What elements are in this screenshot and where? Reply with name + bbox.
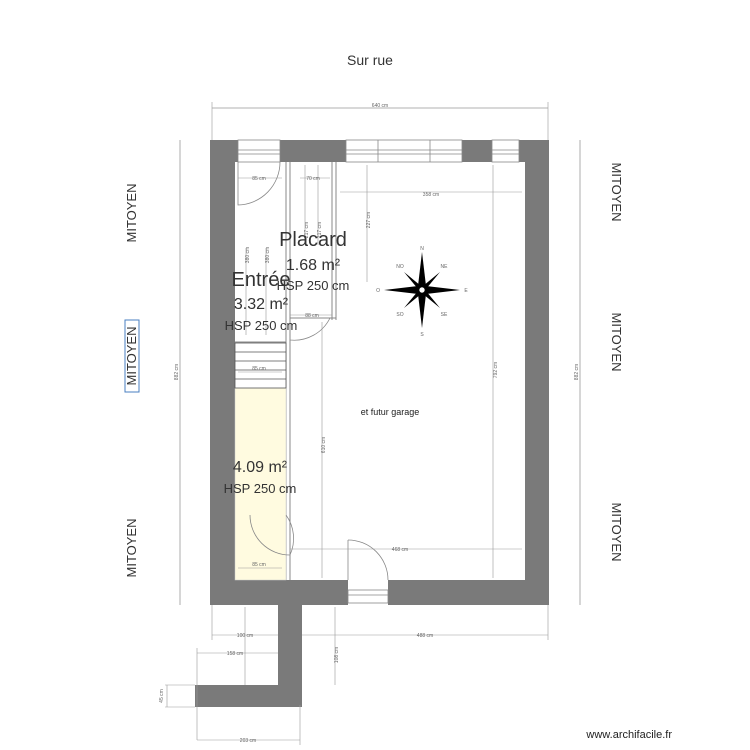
compass-rose-icon: N S E O NE NO SE SO bbox=[376, 246, 468, 338]
compass-nw: NO bbox=[396, 264, 404, 270]
dim-right-height: 882 cm bbox=[574, 140, 581, 605]
dim-top-width-label: 640 cm bbox=[372, 103, 388, 109]
dim-bottom-room-width: 468 cm bbox=[392, 547, 408, 553]
dim-door-height-2: 217 cm bbox=[317, 222, 323, 238]
entree-name: Entrée bbox=[232, 269, 291, 291]
compass-n: N bbox=[420, 246, 424, 252]
dim-annex-left: 158 cm bbox=[227, 651, 243, 657]
interior-dims bbox=[238, 165, 522, 578]
dim-annex-bottom: 203 cm bbox=[240, 738, 256, 744]
mitoyen-right-3: MITOYEN bbox=[609, 503, 624, 562]
dim-stair-width-top: 85 cm bbox=[252, 176, 266, 182]
street-label: Sur rue bbox=[347, 52, 393, 68]
stair-room-hsp: HSP 250 cm bbox=[224, 481, 297, 496]
entree-area: 3.32 m² bbox=[234, 296, 289, 313]
stair-room-fill bbox=[234, 387, 287, 581]
dim-door-height-1: 217 cm bbox=[304, 222, 310, 238]
bottom-dims bbox=[165, 605, 549, 745]
dim-bottom-right: 488 cm bbox=[417, 633, 433, 639]
dim-placard-width: 70 cm bbox=[306, 176, 320, 182]
dim-left-height: 882 cm bbox=[174, 140, 181, 605]
outer-walls bbox=[195, 140, 549, 707]
dim-inner-height: 792 cm bbox=[493, 362, 499, 378]
placard-area: 1.68 m² bbox=[286, 257, 341, 274]
placard-name: Placard bbox=[279, 229, 347, 251]
mitoyen-left-2: MITOYEN bbox=[124, 327, 139, 386]
mitoyen-left-1: MITOYEN bbox=[124, 184, 139, 243]
bottom-door bbox=[347, 539, 389, 604]
dim-annex-height: 108 cm bbox=[334, 647, 340, 663]
mitoyen-right-1: MITOYEN bbox=[609, 163, 624, 222]
compass-sw: SO bbox=[396, 312, 403, 318]
dim-right-height-label: 882 cm bbox=[574, 364, 580, 380]
garage-label: et futur garage bbox=[361, 407, 420, 417]
stairs bbox=[234, 342, 287, 389]
compass-s: S bbox=[420, 332, 424, 338]
watermark[interactable]: www.archifacile.fr bbox=[585, 729, 672, 741]
door-swings bbox=[237, 161, 331, 556]
dim-stair-width-bottom: 85 cm bbox=[252, 562, 266, 568]
compass-ne: NE bbox=[441, 264, 449, 270]
dim-garage-width: 358 cm bbox=[423, 192, 439, 198]
entree-hsp: HSP 250 cm bbox=[225, 318, 298, 333]
mitoyen-left-3: MITOYEN bbox=[124, 519, 139, 578]
dim-placard-depth: 227 cm bbox=[366, 212, 372, 228]
compass-se: SE bbox=[441, 312, 448, 318]
dim-stair-left: 380 cm bbox=[245, 247, 251, 263]
placard-hsp: HSP 250 cm bbox=[277, 278, 350, 293]
stair-room-area: 4.09 m² bbox=[233, 459, 288, 476]
mitoyen-right-2: MITOYEN bbox=[609, 313, 624, 372]
dim-annex-thickness: 45 cm bbox=[159, 689, 165, 703]
dim-left-height-label: 882 cm bbox=[174, 364, 180, 380]
dim-stair-mid: 380 cm bbox=[265, 247, 271, 263]
compass-e: E bbox=[464, 288, 468, 294]
dim-stair-width-mid: 85 cm bbox=[252, 366, 266, 372]
dim-placard-small: 88 cm bbox=[305, 313, 319, 319]
dim-top-width: 640 cm bbox=[211, 102, 549, 140]
compass-w: O bbox=[376, 288, 380, 294]
mitoyen-left-2-frame bbox=[124, 319, 140, 393]
dim-garage-depth: 610 cm bbox=[321, 437, 327, 453]
top-windows bbox=[237, 139, 520, 163]
dim-bottom-left: 100 cm bbox=[237, 633, 253, 639]
